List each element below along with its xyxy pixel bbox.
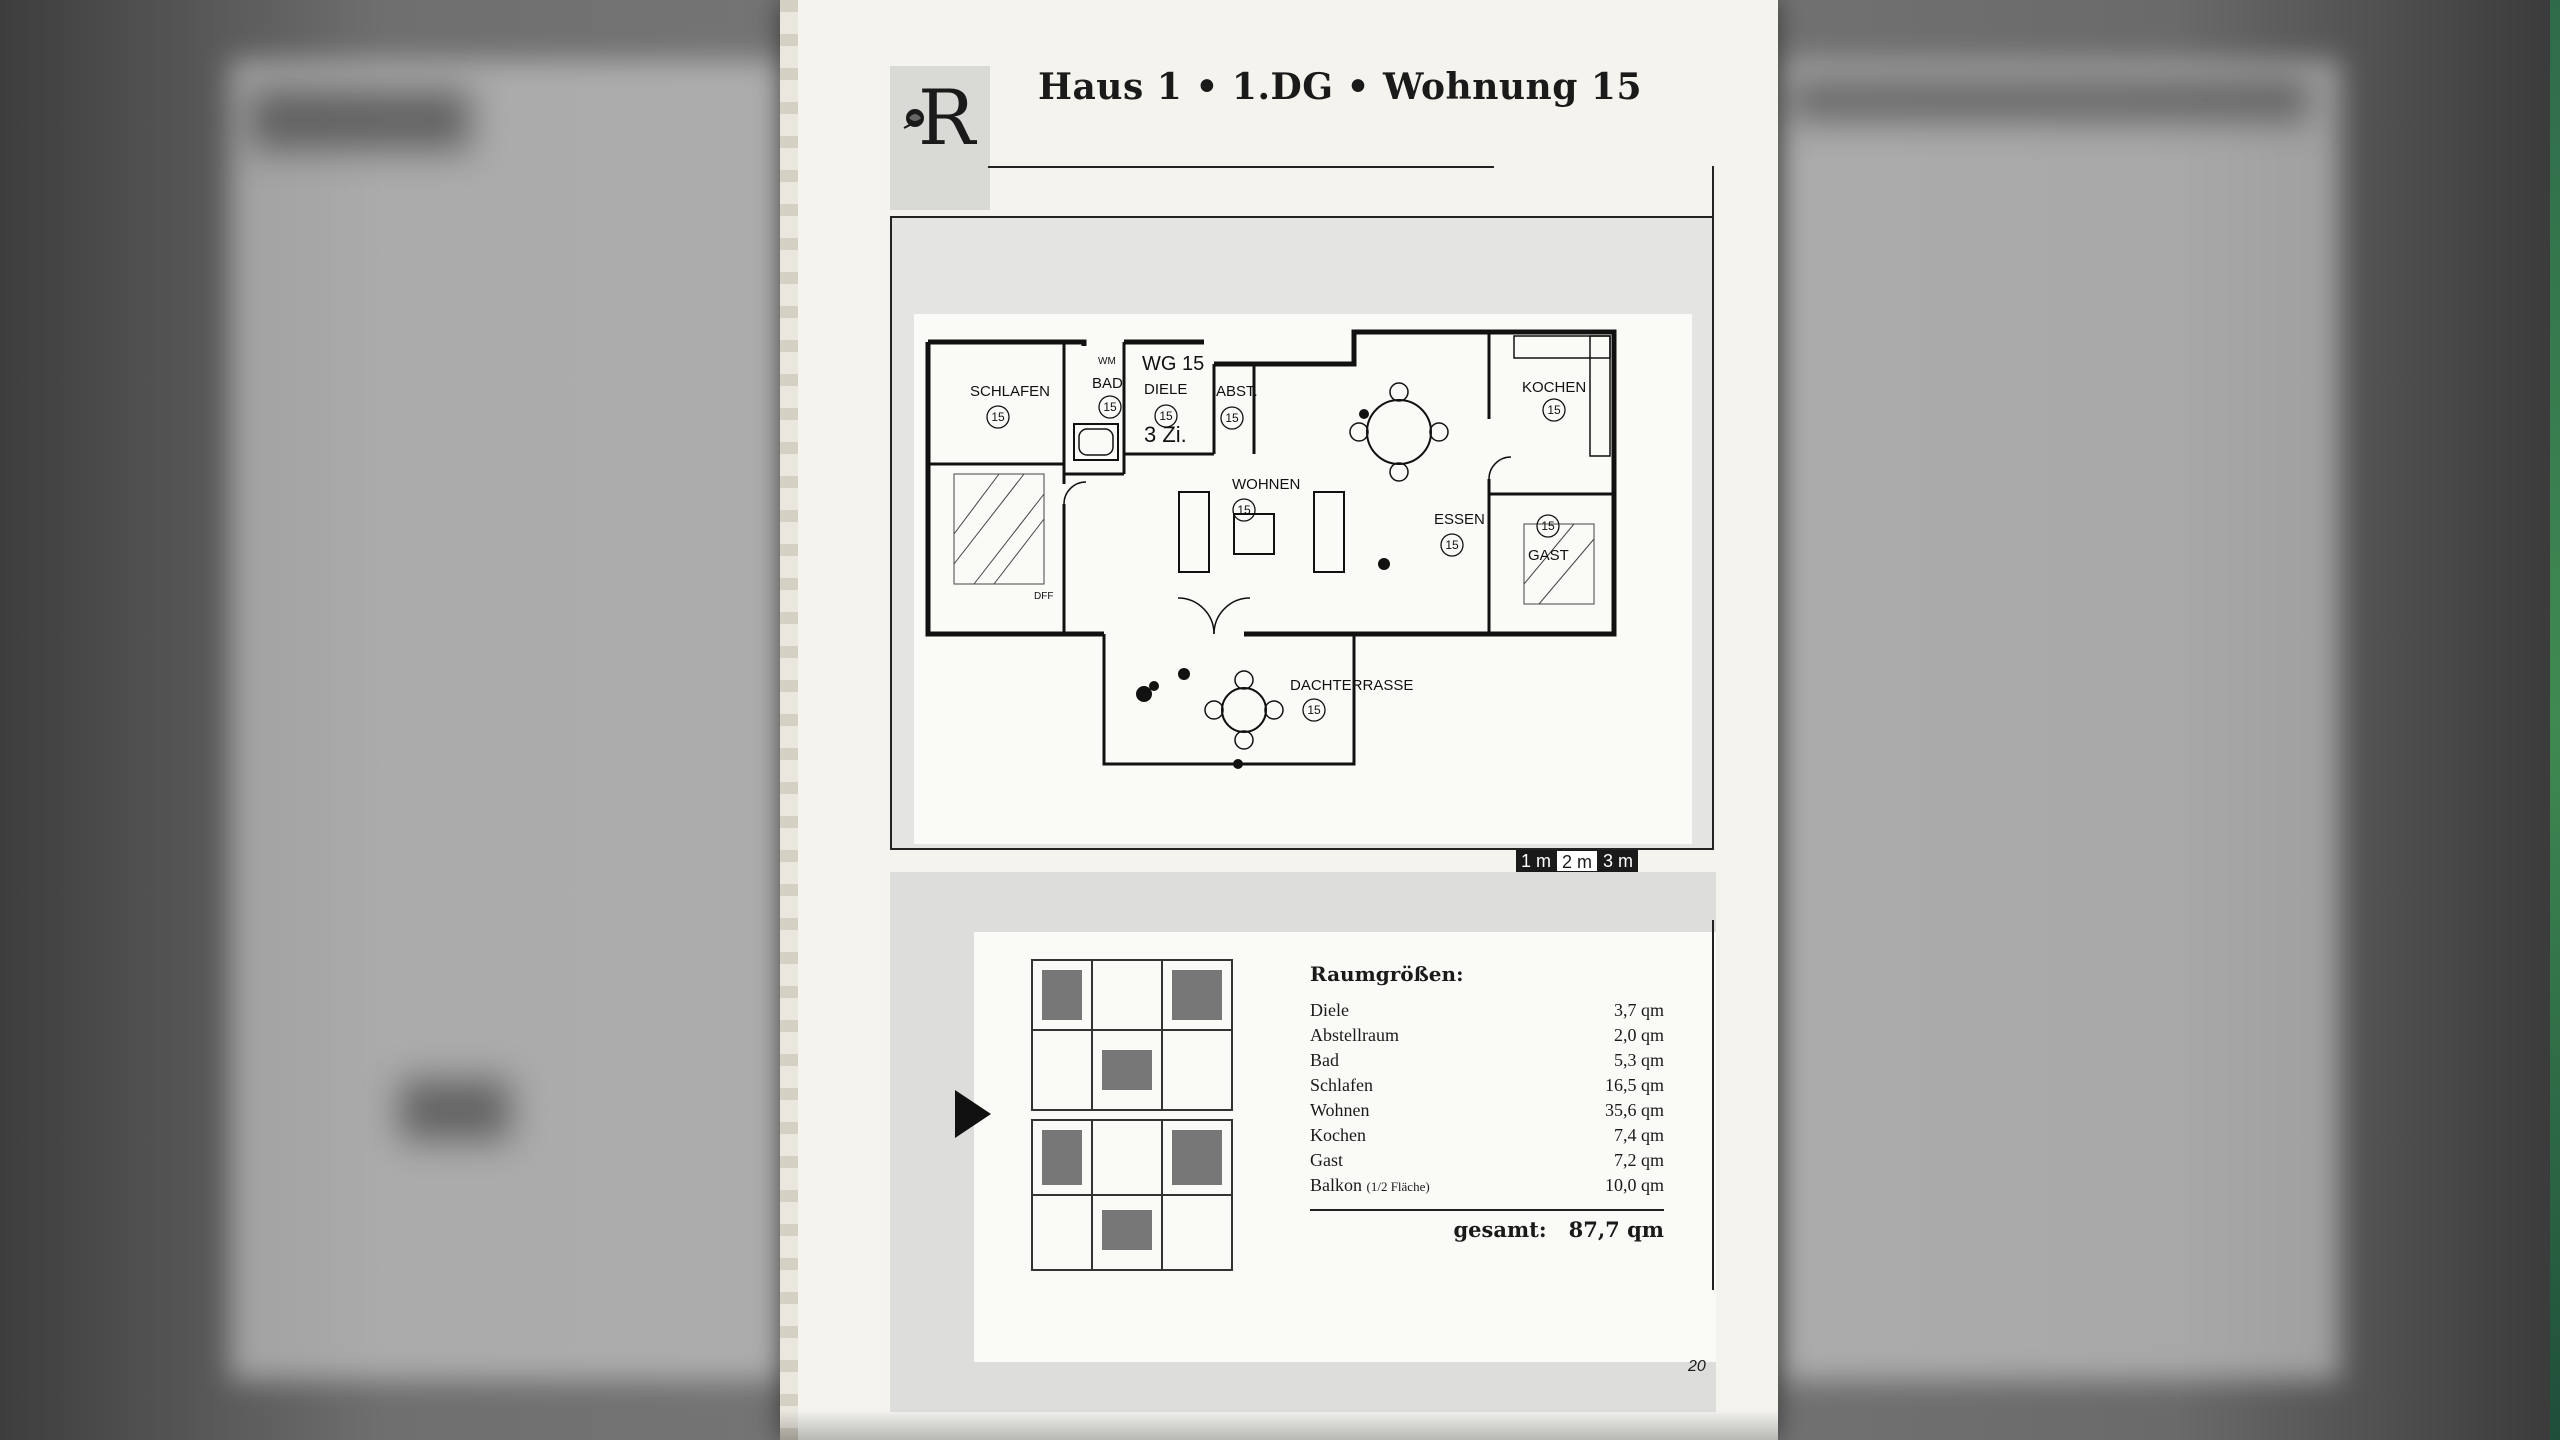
blurred-heading-left — [250, 90, 470, 150]
svg-text:15: 15 — [1547, 403, 1561, 417]
svg-text:DACHTERRASSE: DACHTERRASSE — [1290, 677, 1413, 694]
svg-text:15: 15 — [1445, 538, 1459, 552]
svg-text:WOHNEN: WOHNEN — [1232, 476, 1300, 493]
floor-plan: SCHLAFEN BAD DIELE ABST. KOCHEN WOHNEN E… — [925, 329, 1617, 769]
svg-text:BAD: BAD — [1092, 375, 1123, 392]
header-rule — [988, 166, 1494, 168]
scale-bar: 1 m 2 m 3 m — [1516, 850, 1639, 872]
spiral-binding — [780, 0, 798, 1440]
svg-text:WM: WM — [1098, 356, 1116, 367]
svg-text:3 Zi.: 3 Zi. — [1144, 422, 1187, 447]
page-bottom-shadow — [780, 1410, 1778, 1440]
unit-location-arrow — [955, 1090, 991, 1138]
svg-text:DIELE: DIELE — [1144, 381, 1187, 398]
logo-letter: R — [918, 73, 976, 162]
brochure-page: R Haus 1 • 1.DG • Wohnung 15 — [780, 0, 1778, 1440]
page-title: Haus 1 • 1.DG • Wohnung 15 — [1037, 66, 1643, 108]
svg-text:GAST: GAST — [1528, 547, 1569, 564]
room-row: Balkon (1/2 Fläche)10,0 qm — [1310, 1175, 1664, 1195]
svg-text:15: 15 — [1307, 703, 1321, 717]
floor-plan-frame: SCHLAFEN BAD DIELE ABST. KOCHEN WOHNEN E… — [890, 216, 1714, 850]
scale-3m: 3 m — [1598, 850, 1639, 872]
page-number: 20 — [1688, 1358, 1706, 1375]
lower-rule-vertical — [1712, 920, 1714, 1290]
logo: R — [890, 66, 990, 210]
svg-text:DFF: DFF — [1034, 591, 1053, 602]
book-cover-edge — [2550, 0, 2560, 1440]
header-rule-vertical — [1712, 166, 1714, 221]
total-value: 87,7 qm — [1568, 1217, 1664, 1242]
lower-panel — [890, 872, 1716, 1412]
svg-text:15: 15 — [1225, 411, 1239, 425]
total-rule — [1310, 1209, 1664, 1211]
svg-text:WG 15: WG 15 — [1142, 353, 1204, 375]
rose-icon — [903, 109, 924, 129]
blurred-heading-right — [1790, 80, 2310, 120]
svg-text:15: 15 — [1103, 400, 1117, 414]
blurred-page-right — [1780, 60, 2340, 1380]
blurred-page-left — [230, 60, 790, 1380]
room-sizes-heading: Raumgrößen: — [1310, 962, 1464, 986]
svg-text:15: 15 — [1159, 409, 1173, 423]
svg-text:ESSEN: ESSEN — [1434, 511, 1485, 528]
svg-text:KOCHEN: KOCHEN — [1522, 379, 1586, 396]
building-overview-plan — [1031, 959, 1233, 1271]
svg-text:15: 15 — [991, 410, 1005, 424]
total-label: gesamt: — [1453, 1217, 1547, 1242]
lower-content-area — [974, 932, 1716, 1362]
svg-text:15: 15 — [1541, 519, 1555, 533]
scale-2m: 2 m — [1556, 850, 1599, 872]
room-note: (1/2 Fläche) — [1366, 1179, 1430, 1194]
svg-text:15: 15 — [1237, 503, 1251, 517]
plan-label-schlafen: SCHLAFEN — [970, 383, 1050, 400]
svg-text:ABST.: ABST. — [1216, 383, 1258, 400]
scale-1m: 1 m — [1516, 850, 1557, 872]
blurred-arrow-left — [400, 1080, 510, 1140]
total-row: gesamt: 87,7 qm — [1310, 1217, 1664, 1242]
